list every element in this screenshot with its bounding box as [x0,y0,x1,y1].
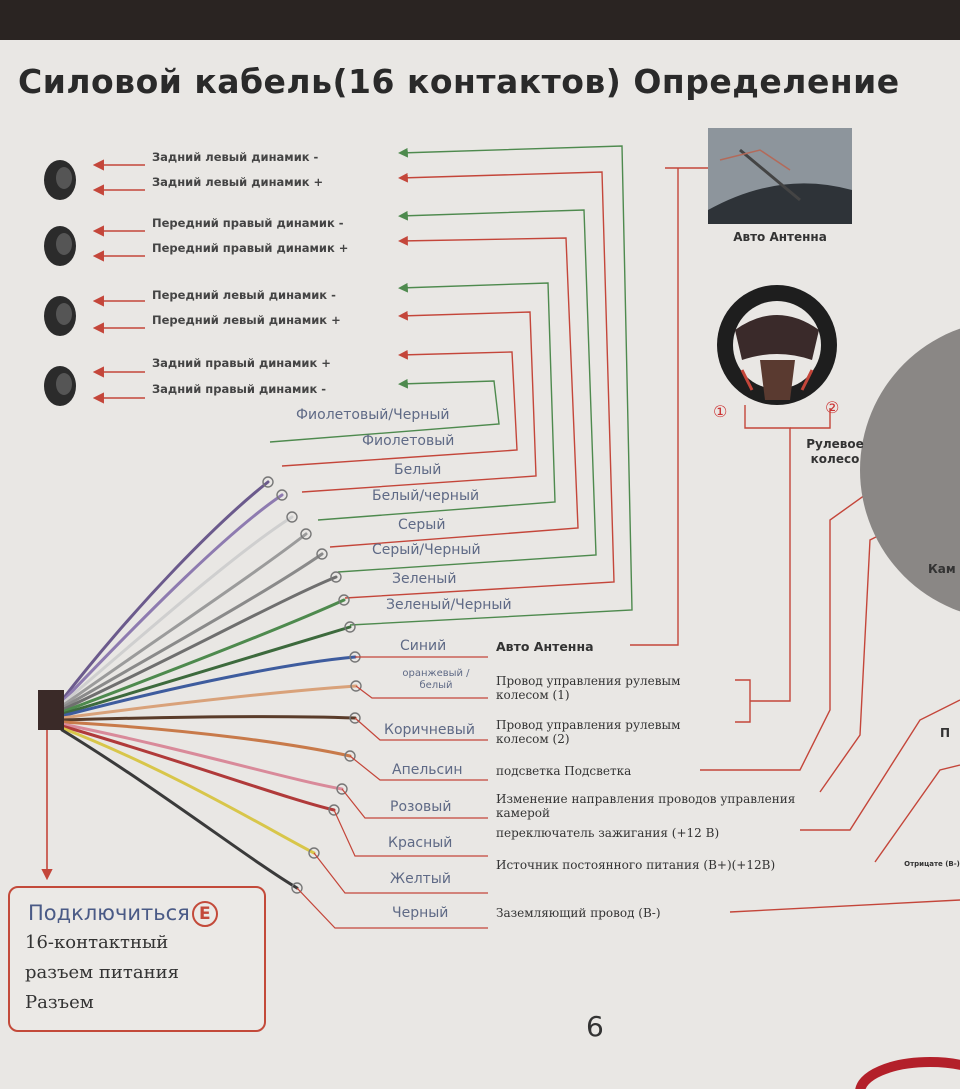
function-label: переключатель зажигания (+12 В) [496,826,720,840]
wire-color-label: Черный [392,905,449,921]
steering-wheel-icon [717,285,837,405]
steering-mark-2: ② [825,398,840,417]
speaker-icon [44,366,76,406]
steering-mark-1: ① [713,402,728,421]
negative-label: Отрицате (B-) [904,860,960,868]
function-label: Изменение направления проводов управлени… [496,792,796,820]
wire-color-label: Апельсин [392,762,463,778]
steering-label: Рулевое колесо [806,437,864,466]
speaker-label: Задний правый динамик + [152,356,331,370]
speaker-icon [44,160,76,200]
antenna-label: Авто Антенна [733,230,827,244]
connector-line: Разъем [25,992,94,1013]
connector-line: 16-контактный [25,932,169,953]
wire-color-label: Серый/Черный [372,542,481,558]
function-label: Источник постоянного питания (В+)(+12В) [496,858,776,872]
connector-block [38,690,64,730]
function-label: Авто Антенна [496,639,594,654]
wire-color-label: Фиолетовый [362,433,455,449]
wire-color-label: Зеленый/Черный [386,597,512,613]
connector-line: разъем питания [25,962,179,983]
connector-title-text: Подключиться [28,901,190,925]
partial-cable [855,1057,960,1089]
wire-color-label: Желтый [390,871,451,887]
camera-circle [860,328,960,612]
wire-color-label: Розовый [390,799,452,815]
antenna-photo [708,128,852,224]
wire-color-label: Красный [388,835,453,851]
wire-color-label: Белый [394,462,442,478]
speaker-label: Передний правый динамик - [152,216,344,230]
speaker-label: Задний правый динамик - [152,382,327,396]
wire-color-label: Серый [398,517,446,533]
badge-e-icon: E [191,901,218,927]
wire-color-label: Зеленый [392,571,457,587]
wire-color-label: Фиолетовый/Черный [296,407,450,423]
page-title: Силовой кабель(16 контактов) Определение [18,62,900,101]
speaker-icon [44,226,76,266]
function-label: подсветка Подсветка [496,764,632,778]
function-label: Заземляющий провод (В-) [496,906,661,920]
wire-color-label: Синий [400,638,447,654]
camera-label: Кам [928,562,956,576]
speaker-label: Задний левый динамик + [152,175,324,189]
speaker-icon [44,296,76,336]
function-label: Провод управления рулевым колесом (2) [496,718,681,746]
wire-color-label: оранжевый /белый [402,668,470,691]
speaker-label: Передний левый динамик - [152,288,336,302]
speaker-label: Задний левый динамик - [152,150,319,164]
partial-label: П [940,726,951,740]
speaker-label: Передний левый динамик + [152,313,341,327]
function-label: Провод управления рулевым колесом (1) [496,674,681,702]
speaker-label: Передний правый динамик + [152,241,349,255]
wire-color-label: Белый/черный [372,488,480,504]
page-number: 6 [586,1010,604,1043]
wire-color-label: Коричневый [384,722,475,738]
